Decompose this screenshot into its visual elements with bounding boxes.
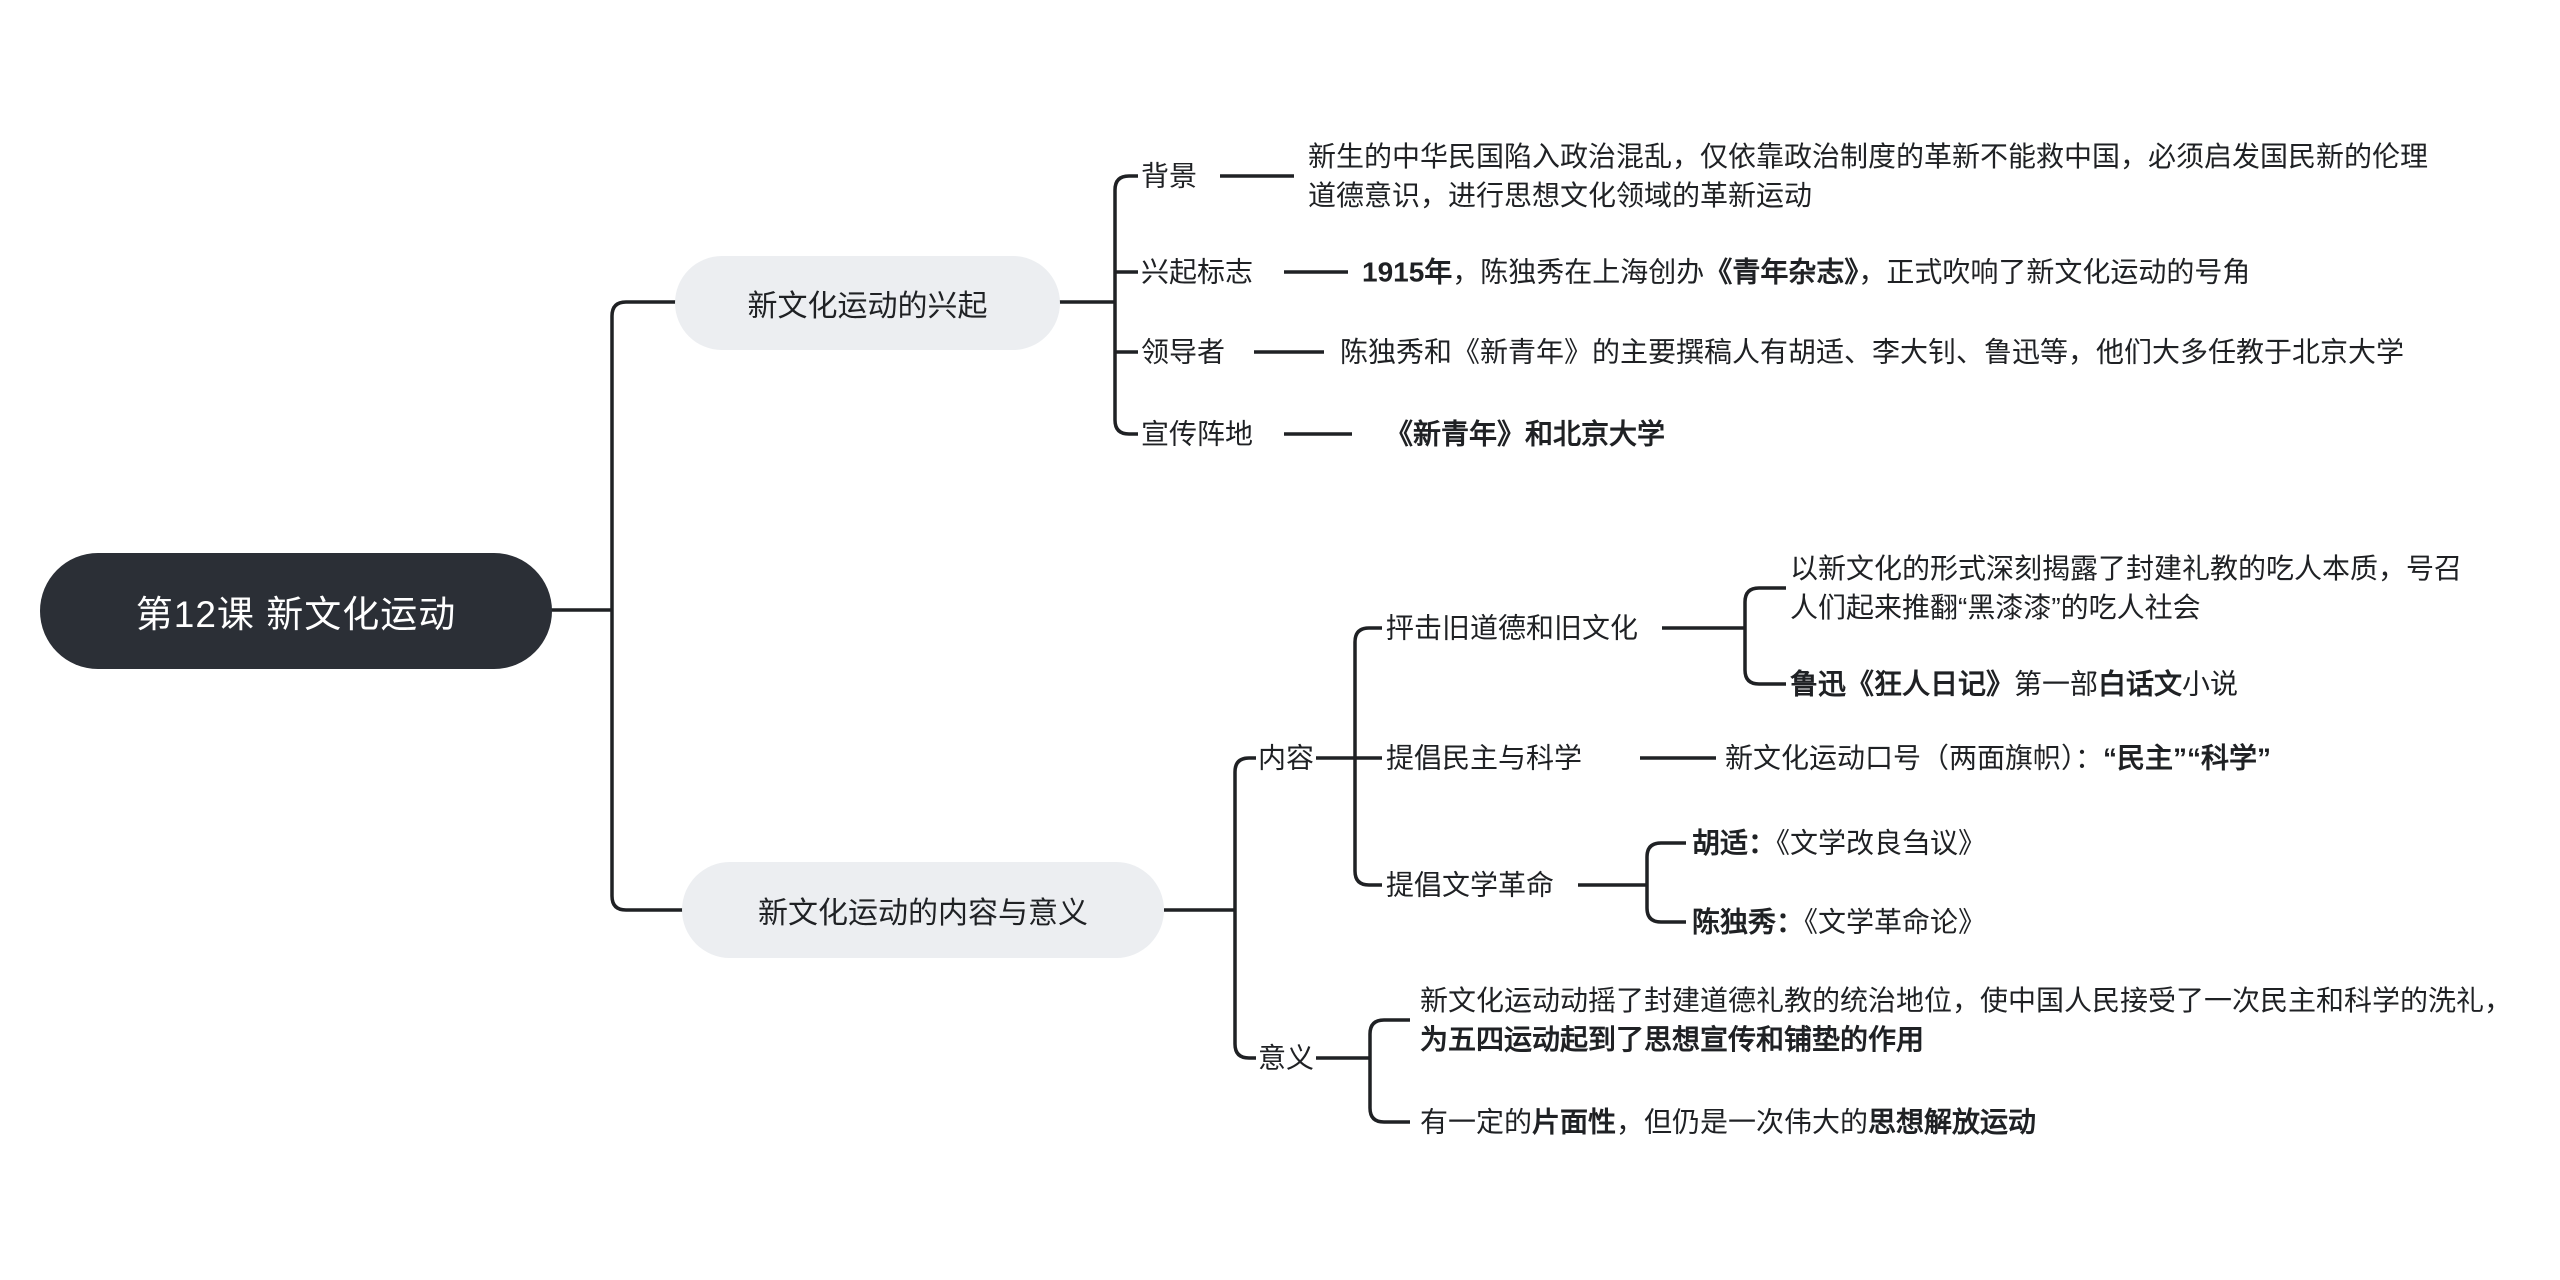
label-literary-revolution[interactable]: 提倡文学革命 [1386, 869, 1555, 901]
label-leaders[interactable]: 领导者 [1141, 336, 1226, 368]
text-hushi-work[interactable]: 胡适：《文学改良刍议》 [1692, 827, 1987, 859]
branch-content-meaning-node[interactable]: 新文化运动的内容与意义 [682, 862, 1164, 958]
text-critique-detail[interactable]: 以新文化的形式深刻揭露了封建礼教的吃人本质，号召人们起来推翻“黑漆漆”的吃人社会 [1790, 553, 2463, 623]
text-slogans[interactable]: 新文化运动口号（两面旗帜）：“民主”“科学” [1725, 742, 2272, 774]
text-meaning-impact[interactable]: 新文化运动动摇了封建道德礼教的统治地位，使中国人民接受了一次民主和科学的洗礼，为… [1420, 985, 2513, 1055]
text-propaganda-position[interactable]: 《新青年》和北京大学 [1385, 418, 1666, 450]
label-background[interactable]: 背景 [1141, 160, 1198, 192]
label-content[interactable]: 内容 [1258, 742, 1315, 774]
branch-rise-node[interactable]: 新文化运动的兴起 [675, 256, 1060, 350]
label-rise-marker[interactable]: 兴起标志 [1141, 256, 1254, 288]
text-background[interactable]: 新生的中华民国陷入政治混乱，仅依靠政治制度的革新不能救中国，必须启发国民新的伦理… [1308, 141, 2429, 211]
label-critique-old-culture[interactable]: 抨击旧道德和旧文化 [1386, 612, 1639, 644]
label-propaganda-position[interactable]: 宣传阵地 [1141, 418, 1254, 450]
text-meaning-limitation[interactable]: 有一定的片面性，但仍是一次伟大的思想解放运动 [1420, 1106, 2037, 1138]
root-node[interactable]: 第12课 新文化运动 [40, 553, 552, 669]
text-leaders[interactable]: 陈独秀和《新青年》的主要撰稿人有胡适、李大钊、鲁迅等，他们大多任教于北京大学 [1340, 336, 2405, 368]
text-chenduxiu-work[interactable]: 陈独秀：《文学革命论》 [1692, 906, 1987, 938]
text-rise-marker[interactable]: 1915年，陈独秀在上海创办《青年杂志》，正式吹响了新文化运动的号角 [1362, 256, 2251, 288]
text-luxun-diary[interactable]: 鲁迅《狂人日记》第一部白话文小说 [1790, 668, 2239, 700]
label-meaning[interactable]: 意义 [1258, 1042, 1315, 1074]
label-democracy-science[interactable]: 提倡民主与科学 [1386, 742, 1583, 774]
